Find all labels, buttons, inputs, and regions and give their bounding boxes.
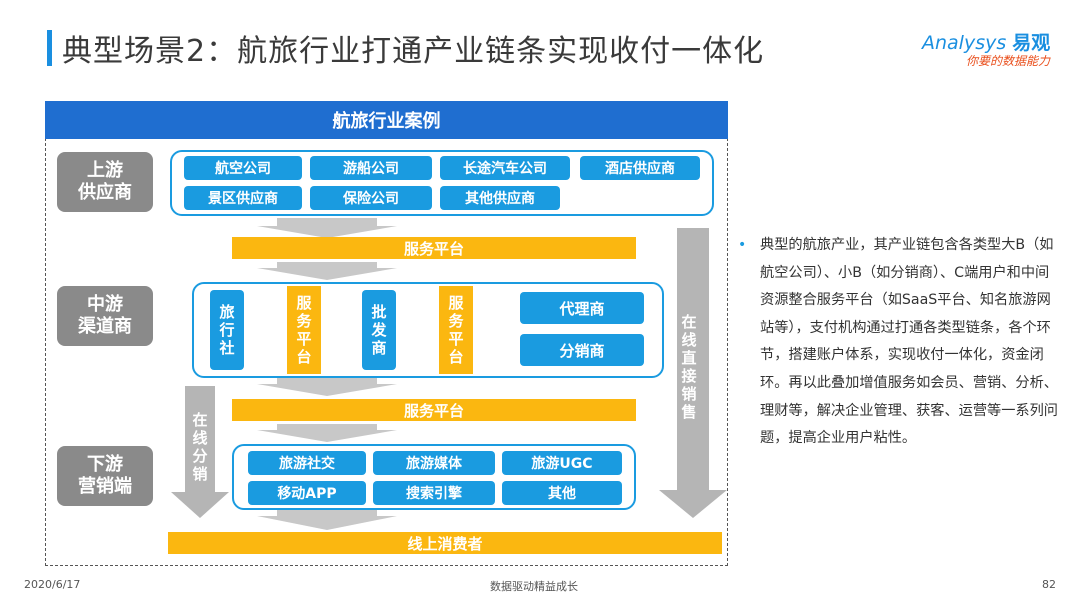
tier-midstream: 中游 渠道商 [57,286,153,346]
tier-upstream: 上游 供应商 [57,152,153,212]
service-platform-bar: 服务平台 [232,237,636,259]
upstream-item: 其他供应商 [440,186,560,210]
travel-agency-box: 旅 行 社 [210,290,244,370]
online-direct-sales-label: 在 线 直 接 销 售 [681,313,697,421]
online-consumers-bar: 线上消费者 [168,532,722,554]
wholesaler-box: 批 发 商 [362,290,396,370]
description-text: 典型的航旅产业，其产业链包含各类型大B（如航空公司）、小B（如分销商）、C端用户… [760,237,1058,447]
downstream-item: 旅游媒体 [373,451,495,475]
online-direct-sales-arrow [659,228,727,518]
upstream-item: 酒店供应商 [580,156,700,180]
logo-text-en: Analysys [922,32,1007,54]
down-arrow [257,510,397,530]
service-platform-bar: 服务平台 [232,399,636,421]
bullet-icon: • [738,237,747,253]
upstream-item: 景区供应商 [184,186,302,210]
downstream-item: 旅游UGC [502,451,622,475]
down-arrow [257,262,397,280]
title-accent-bar [47,30,52,66]
downstream-item: 旅游社交 [248,451,366,475]
upstream-item: 保险公司 [310,186,432,210]
diagram-title: 航旅行业案例 [45,101,728,139]
logo-text-cn: 易观 [1012,32,1051,54]
online-distribution-arrow [171,386,229,518]
downstream-item: 搜索引擎 [373,481,495,505]
down-arrow [257,218,397,238]
service-platform-box-1: 服 务 平 台 [287,286,321,374]
footer-slogan: 数据驱动精益成长 [490,580,578,593]
distributor-box: 分销商 [520,334,644,366]
online-distribution-label: 在 线 分 销 [192,411,208,483]
downstream-item: 移动APP [248,481,366,505]
page-number: 82 [1042,578,1056,591]
footer-date: 2020/6/17 [24,578,81,591]
upstream-item: 游船公司 [310,156,432,180]
down-arrow [257,378,397,396]
upstream-item: 长途汽车公司 [440,156,570,180]
tier-downstream: 下游 营销端 [57,446,153,506]
logo-slogan: 你要的数据能力 [965,54,1050,68]
downstream-item: 其他 [502,481,622,505]
analysys-logo: Analysys 易观 你要的数据能力 [922,28,1052,72]
down-arrow [257,424,397,442]
page-title: 典型场景2：航旅行业打通产业链条实现收付一体化 [62,34,765,69]
service-platform-box-2: 服 务 平 台 [439,286,473,374]
upstream-item: 航空公司 [184,156,302,180]
agent-box: 代理商 [520,292,644,324]
